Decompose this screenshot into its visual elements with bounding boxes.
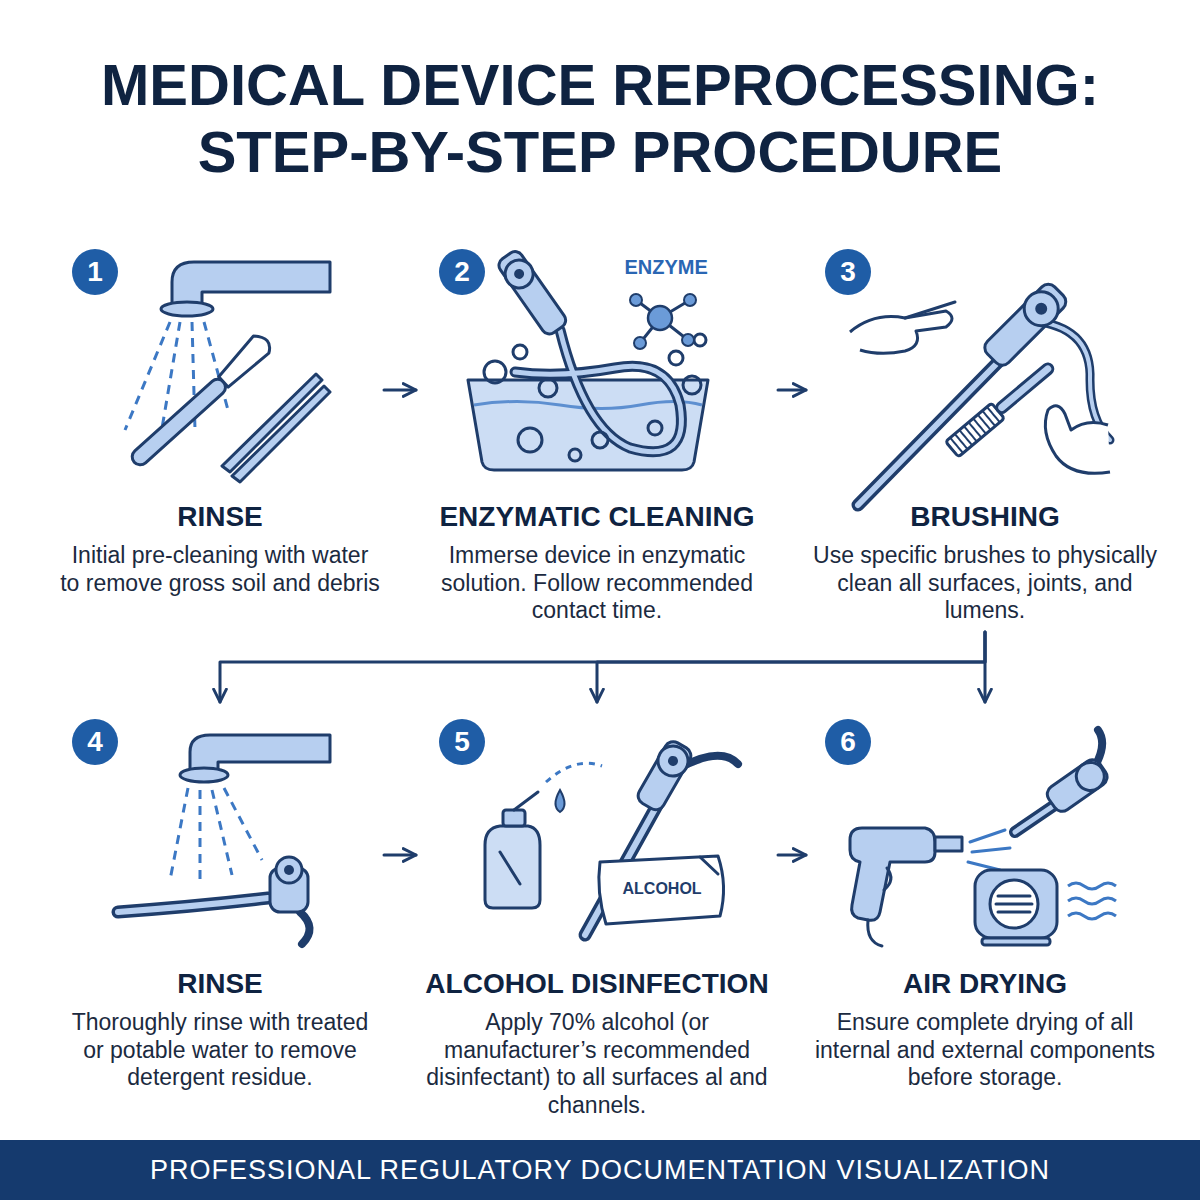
caption: PROFESSIONAL REGULATORY DOCUMENTATION VI… [150,1155,1050,1186]
basin-icon [468,248,708,470]
process-step: 3BRUSHING Use specific brushes to physica… [810,245,1160,629]
endoscope-icon [1015,730,1111,832]
step-heading: AIR DRYING [810,967,1160,1001]
endoscope-icon [585,738,738,935]
enzyme-label: ENZYME [625,256,708,279]
forceps-icon [222,374,330,482]
process-step: 1RINSE Initial pre-cleaning with water to… [60,245,380,601]
step-number: 6 [825,719,871,765]
flow-arrow [384,389,416,392]
step-description: Thoroughly rinse with treated or potable… [60,1009,380,1092]
process-step: 5ALCOHOL DISINFECTION Apply 70% alcohol (… [420,705,774,1123]
alcohol-label: ALCOHOL [623,880,702,898]
step-description: Apply 70% alcohol (or manufacturer’s rec… [420,1009,774,1119]
spray-bottle-icon [485,763,602,908]
step-description: Initial pre-cleaning with water to remov… [60,542,380,597]
step-number: 1 [72,249,118,295]
step-number: 2 [439,249,485,295]
molecule-icon [630,294,696,349]
endoscope-icon [118,857,310,944]
step-heading: ENZYMATIC CLEANING [420,500,774,534]
step-heading: RINSE [60,500,380,534]
flow-arrow [384,854,416,857]
step-heading: ALCOHOL DISINFECTION [420,967,774,1001]
step-number: 5 [439,719,485,765]
process-step: 2ENZYMATIC CLEANING Immerse device in enz… [420,245,774,629]
flow-arrow [597,632,985,702]
diagram-title: MEDICAL DEVICE REPROCESSING: STEP-BY-STE… [40,52,1160,185]
step-number: 4 [72,719,118,765]
alcohol-wipe [599,856,724,924]
endoscope-icon [858,279,1110,505]
process-step: 6AIR DRYING Ensure complete drying of all… [810,705,1160,1096]
process-step: 4RINSE Thoroughly rinse with treated or p… [60,705,380,1096]
blower-icon [975,870,1116,945]
step-heading: RINSE [60,967,380,1001]
step-description: Ensure complete drying of all internal a… [810,1009,1160,1092]
flow-arrow [984,632,987,702]
caption-band: PROFESSIONAL REGULATORY DOCUMENTATION VI… [0,1140,1200,1200]
step-number: 3 [825,249,871,295]
flow-arrow [778,389,806,392]
faucet-icon [170,735,330,880]
brush-icon [946,358,1058,457]
flow-arrow [778,854,806,857]
step-description: Immerse device in enzymatic solution. Fo… [420,542,774,625]
flow-arrow [220,632,985,702]
step-description: Use specific brushes to physically clean… [810,542,1160,625]
step-heading: BRUSHING [810,500,1160,534]
hand-icon [850,302,1110,473]
